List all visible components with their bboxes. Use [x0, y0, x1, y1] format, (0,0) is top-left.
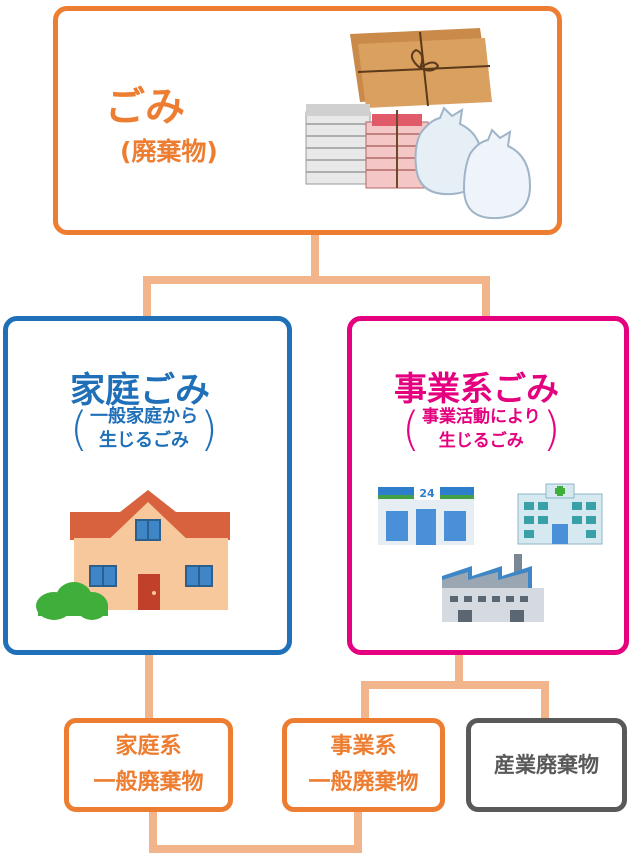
- connector-top-horizontal: [143, 276, 490, 284]
- household-desc-line2: 生じるごみ: [98, 430, 189, 451]
- household-general-waste-box: 家庭系 一般廃棄物: [64, 718, 233, 812]
- industrial-waste-box: 産業廃棄物: [466, 718, 627, 812]
- household-general-line2: 一般廃棄物: [93, 770, 204, 795]
- connector-to-household: [143, 276, 151, 318]
- business-desc-line1: 事業活動により: [421, 407, 541, 427]
- connector-bottom-right: [354, 808, 362, 852]
- paren-open: (: [70, 402, 88, 456]
- household-title: 家庭ごみ: [70, 371, 211, 411]
- business-description: ( 事業活動により 生じるごみ ): [402, 404, 561, 454]
- business-title: 事業系ごみ: [394, 369, 559, 408]
- connector-business-down: [455, 655, 463, 685]
- connector-bottom-left: [149, 808, 157, 852]
- household-desc-line1: 一般家庭から: [89, 406, 198, 427]
- paren-close: ): [542, 402, 561, 456]
- paren-open: (: [402, 402, 420, 456]
- connector-to-business-general: [361, 681, 369, 723]
- industrial-waste-label: 産業廃棄物: [494, 753, 599, 777]
- connector-top-down: [311, 235, 319, 282]
- factory-icon: [442, 554, 544, 622]
- connector-business-horizontal: [361, 681, 549, 689]
- business-general-waste-box: 事業系 一般廃棄物: [282, 718, 445, 812]
- convenience-store-icon: 24: [378, 486, 474, 545]
- paren-close: ): [199, 402, 218, 456]
- business-desc-line2: 生じるごみ: [438, 431, 524, 451]
- connector-to-business: [482, 276, 490, 318]
- household-general-line1: 家庭系: [115, 734, 182, 759]
- waste-title: ごみ: [105, 84, 185, 130]
- store-sign-text: 24: [419, 487, 435, 500]
- connector-to-industrial: [541, 681, 549, 723]
- house-icon: [36, 490, 230, 620]
- hospital-icon: [517, 483, 603, 545]
- connector-bottom-horizontal: [149, 845, 362, 853]
- waste-subtitle: (廃棄物): [120, 137, 218, 166]
- business-general-line2: 一般廃棄物: [308, 770, 419, 795]
- connector-household-down: [145, 655, 153, 723]
- business-general-line1: 事業系: [330, 734, 397, 759]
- waste-bundle-icon: [305, 28, 532, 220]
- household-description: ( 一般家庭から 生じるごみ ): [70, 404, 218, 454]
